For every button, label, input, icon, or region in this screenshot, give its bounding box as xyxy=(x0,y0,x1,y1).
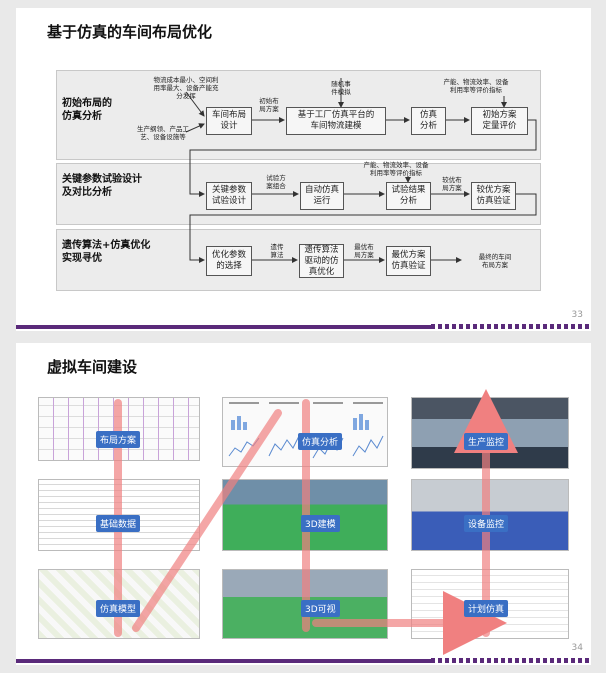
label-layout-plan: 布局方案 xyxy=(96,431,141,448)
box-best-verify: 最优方案 仿真验证 xyxy=(386,246,431,276)
footer-bar xyxy=(16,659,591,663)
note-inputs: 生产纲领、产品工 艺、设备设施等 xyxy=(137,125,189,141)
box-sim-analysis: 仿真 分析 xyxy=(411,107,446,135)
note-ga: 遗传 算法 xyxy=(270,243,284,259)
slide-title: 基于仿真的车间布局优化 xyxy=(47,23,213,41)
note-experiment-combo: 试验方 案组合 xyxy=(266,174,286,190)
box-logistics-modeling: 基于工厂仿真平台的 车间物流建模 xyxy=(286,107,386,135)
note-best-layout: 最优布 局方案 xyxy=(354,243,374,259)
slide-title: 虚拟车间建设 xyxy=(47,358,138,376)
tile-layout-plan xyxy=(38,397,200,461)
note-objectives: 物流成本最小、空间利 用率最大、设备产能充 分发挥 xyxy=(153,76,219,100)
note-final-layout: 最终的车间 布局方案 xyxy=(478,253,512,269)
box-param-select: 优化参数 的选择 xyxy=(206,246,252,276)
page-number: 34 xyxy=(571,643,583,653)
box-result-analysis: 试验结果 分析 xyxy=(386,182,431,210)
note-better-layout: 较优布 局方案 xyxy=(442,176,462,192)
label-sim-analysis: 仿真分析 xyxy=(298,433,343,450)
tile-equipment-monitor xyxy=(411,479,569,551)
box-layout-design: 车间布局 设计 xyxy=(206,107,252,135)
label-plan-sim: 计划仿真 xyxy=(464,600,509,617)
box-initial-eval: 初始方案 定量评价 xyxy=(471,107,528,135)
note-initial-layout: 初始布 局方案 xyxy=(259,97,279,113)
band-label-experiment: 关键参数试验设计 及对比分析 xyxy=(62,174,142,198)
label-3d-visual: 3D可视 xyxy=(301,600,340,617)
slide-33: 基于仿真的车间布局优化 初始布局的 仿真分析 关键参数试验设计 及对比分析 遗传… xyxy=(16,8,591,331)
footer-stripes xyxy=(431,658,591,663)
band-label-optimization: 遗传算法+仿真优化 实现寻优 xyxy=(62,240,151,264)
box-better-verify: 较优方案 仿真验证 xyxy=(471,182,516,210)
box-doe: 关键参数 试验设计 xyxy=(206,182,252,210)
footer-bar xyxy=(16,325,591,329)
label-basic-data: 基础数据 xyxy=(96,515,141,532)
slide-34: 虚拟车间建设 xyxy=(16,343,591,665)
box-ga-optimization: 遗传算法 驱动的仿 真优化 xyxy=(299,244,344,278)
tile-sim-analysis xyxy=(222,397,388,467)
label-equipment-monitor: 设备监控 xyxy=(464,515,509,532)
band-label-initial: 初始布局的 仿真分析 xyxy=(62,98,112,122)
note-random-events: 随机事 件模拟 xyxy=(331,80,351,96)
flow-connectors xyxy=(185,78,537,263)
page-number: 33 xyxy=(571,310,583,320)
note-eval-metrics-2: 产能、物流效率、设备 利用率等评价指标 xyxy=(363,161,429,177)
label-production-monitor: 生产监控 xyxy=(464,433,509,450)
note-eval-metrics-1: 产能、物流效率、设备 利用率等评价指标 xyxy=(443,78,509,94)
label-3d-modeling: 3D建模 xyxy=(301,515,340,532)
label-sim-model: 仿真模型 xyxy=(96,600,141,617)
box-auto-run: 自动仿真 运行 xyxy=(300,182,344,210)
footer-stripes xyxy=(431,324,591,329)
